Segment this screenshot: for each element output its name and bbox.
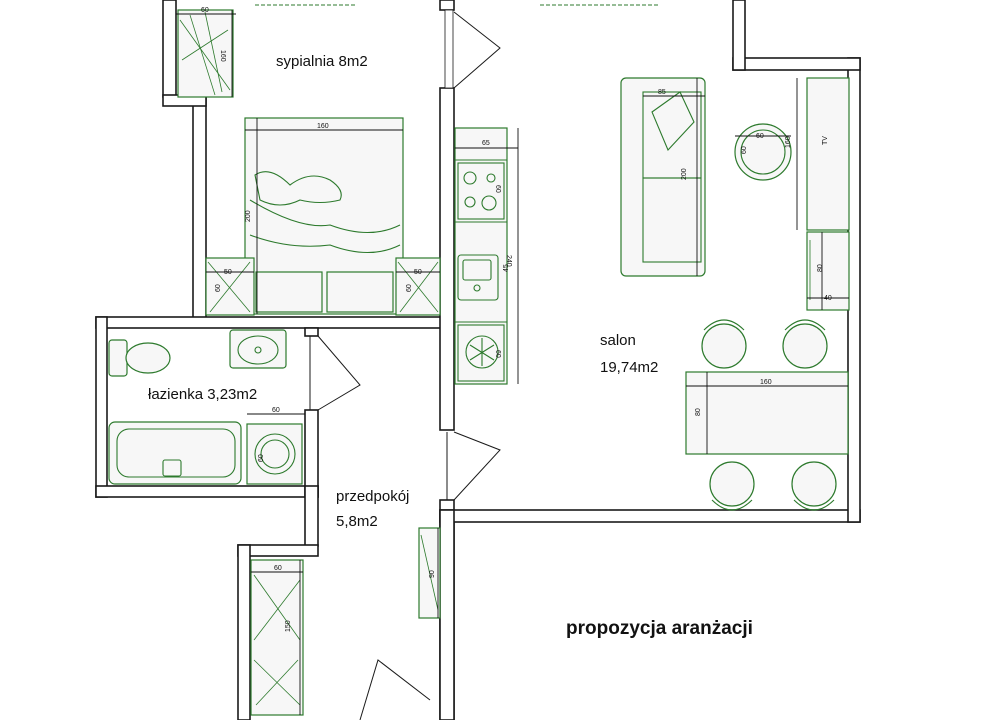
dim-hall-shelf: 90 <box>429 570 436 578</box>
dim-hob: 60 <box>494 185 501 193</box>
dim-kitchen-len: 240 <box>505 255 512 267</box>
dim-hall-wardrobe-w: 60 <box>274 565 282 572</box>
wall-hall-right <box>439 509 455 720</box>
dim-nightstand-right-w: 50 <box>414 269 422 276</box>
tv-label: TV <box>822 136 829 145</box>
wall-bath-right-top <box>304 327 319 337</box>
dim-table-round-h: 60 <box>741 146 748 154</box>
dim-washer-w: 60 <box>272 407 280 414</box>
wall-living-right <box>847 57 861 523</box>
washing-machine <box>246 423 303 485</box>
dim-nightstand-left-h: 60 <box>215 284 222 292</box>
wall-hall-left <box>237 544 251 720</box>
dim-wardrobe-top-h: 160 <box>219 50 226 62</box>
wall-center <box>439 87 455 431</box>
wall-living-step <box>732 57 861 71</box>
dim-kitchen-depth: 65 <box>482 140 490 147</box>
room-label-bathroom: łazienka 3,23m2 <box>148 386 257 403</box>
dim-table-round: 60 <box>756 133 764 140</box>
hob <box>457 162 505 220</box>
dim-wardrobe-top-w: 60 <box>201 7 209 14</box>
toilet <box>108 339 171 377</box>
dim-hall-wardrobe-h: 150 <box>285 620 292 632</box>
dim-bed-w: 160 <box>317 123 329 130</box>
room-label-hall-area: 5,8m2 <box>336 513 378 530</box>
door-living <box>446 431 501 501</box>
door-entrance <box>359 659 431 720</box>
wall-bath-bottom <box>95 485 319 498</box>
wall-top-left <box>162 0 177 98</box>
wall-bedroom-left <box>192 94 207 319</box>
dim-sink: 45 <box>503 264 510 272</box>
wardrobe-bedroom <box>177 9 234 98</box>
room-label-bedroom: sypialnia 8m2 <box>276 53 368 70</box>
wall-living-top-right <box>732 0 746 71</box>
bathtub <box>108 421 242 485</box>
shelf-hall <box>418 527 441 619</box>
dim-shelf-h: 80 <box>817 264 824 272</box>
kitchen-counter <box>454 127 508 385</box>
wall-bedroom-bath <box>95 316 447 329</box>
dim-sofa-w: 85 <box>658 89 666 96</box>
fridge <box>457 324 505 382</box>
sofa <box>620 77 706 277</box>
wall-hall-left-upper <box>304 485 319 547</box>
door-bedroom <box>444 9 501 89</box>
washbasin <box>229 329 287 369</box>
dim-washer-h: 60 <box>258 454 265 462</box>
nightstand-left <box>205 257 255 316</box>
wardrobe-hall <box>250 559 304 716</box>
chair-top-right <box>782 319 828 369</box>
tv-cabinet <box>806 77 850 231</box>
shelf-unit <box>806 231 850 311</box>
room-label-hall-name: przedpokój <box>336 488 409 505</box>
door-bathroom <box>309 335 361 411</box>
dim-bed-h: 200 <box>245 210 252 222</box>
bed <box>244 117 404 315</box>
wall-center-top <box>439 0 455 11</box>
round-table <box>734 123 792 181</box>
plan-title: propozycja aranżacji <box>566 618 753 639</box>
chair-bottom-right <box>791 461 837 511</box>
dim-sofa-h: 200 <box>681 168 688 180</box>
chair-bottom-left <box>709 461 755 511</box>
sink <box>457 254 499 301</box>
dim-tv-len: 160 <box>785 136 792 148</box>
wall-living-bottom <box>439 509 861 523</box>
dim-dining-w: 160 <box>760 379 772 386</box>
dim-nightstand-right-h: 60 <box>406 284 413 292</box>
wall-bath-left <box>95 316 108 498</box>
dim-dining-h: 80 <box>695 408 702 416</box>
nightstand-right <box>395 257 441 316</box>
dim-shelf-w: 40 <box>824 295 832 302</box>
room-label-living-name: salon <box>600 332 636 349</box>
dim-nightstand-left-w: 50 <box>224 269 232 276</box>
chair-top-left <box>701 319 747 369</box>
wall-bath-right <box>304 409 319 498</box>
dim-fridge: 60 <box>494 350 501 358</box>
room-label-living-area: 19,74m2 <box>600 359 658 376</box>
